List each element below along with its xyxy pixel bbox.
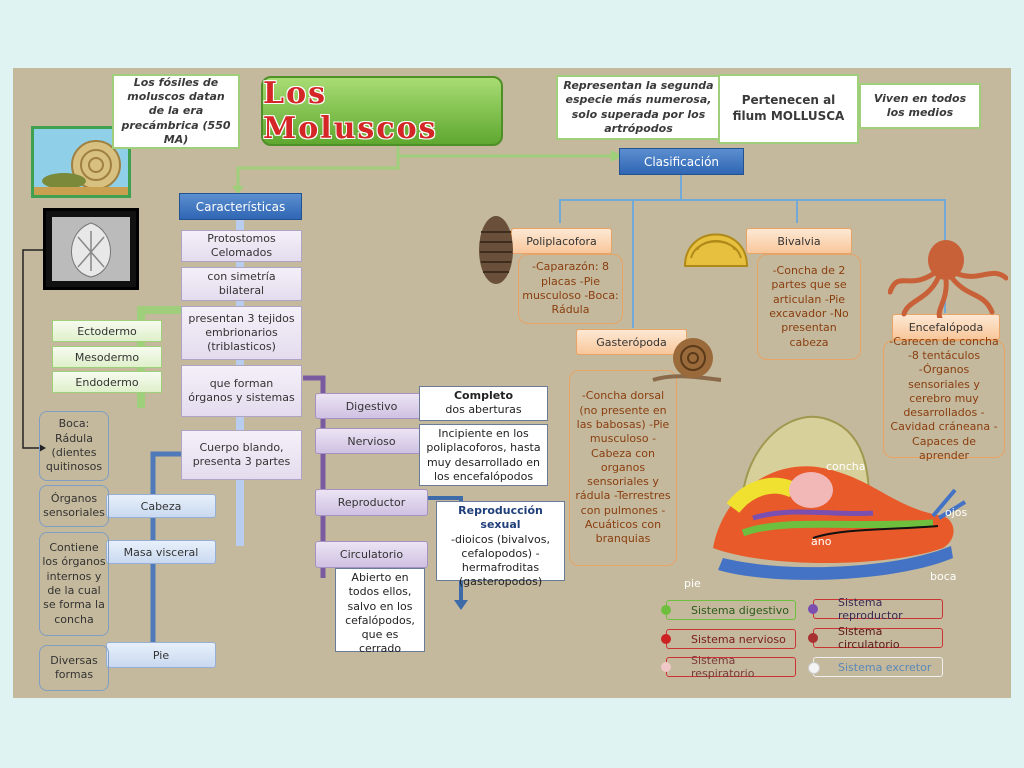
legend-respiratorio-dot: [661, 662, 671, 672]
concept-map-board: Los Moluscos Los fósiles de moluscos dat…: [13, 68, 1011, 698]
legend-excretor-label: Sistema excretor: [838, 660, 932, 674]
part-cabeza: Cabeza: [106, 494, 216, 518]
legend-circulatorio-label: Sistema circulatorio: [838, 625, 900, 651]
clam-illustration: [683, 233, 749, 267]
note-boca-radula: Boca: Rádula (dientes quitinosos: [39, 411, 109, 481]
legend-nervioso-dot: [661, 634, 671, 644]
legend-reproductor-label: Sistema reproductor: [838, 596, 903, 622]
system-nervioso: Nervioso: [315, 428, 428, 454]
class-gasteropoda: Gasterópoda: [576, 329, 687, 355]
note-organos-sensoriales: Órganos sensoriales: [39, 485, 109, 527]
anatomy-label-ojos: ojos: [945, 506, 968, 519]
legend-respiratorio: Sistema respiratorio: [661, 654, 796, 680]
anatomy-label-boca: boca: [930, 570, 957, 583]
legend-reproductor-dot: [808, 604, 818, 614]
chiton-illustration: [479, 216, 513, 284]
trait-tejidos: presentan 3 tejidos embrionarios (tribla…: [181, 306, 302, 360]
clasificacion-header: Clasificación: [619, 148, 744, 175]
tissue-mesodermo: Mesodermo: [52, 346, 162, 368]
caracteristicas-header: Características: [179, 193, 302, 220]
page-title-box: Los Moluscos: [261, 76, 503, 146]
phylum-note: Pertenecen al filum MOLLUSCA: [718, 74, 859, 144]
trait-organos: que forman órganos y sistemas: [181, 365, 302, 417]
octopus-illustration: [888, 240, 1008, 318]
anatomy-label-pie: pie: [684, 577, 701, 590]
tissue-endodermo: Endodermo: [52, 371, 162, 393]
anatomy-label-ano: ano: [811, 535, 832, 548]
legend-excretor-dot: [808, 662, 820, 674]
legend-digestivo-label: Sistema digestivo: [691, 603, 789, 617]
trait-cuerpo: Cuerpo blando, presenta 3 partes: [181, 430, 302, 480]
legend-reproductor: Sistema reproductor: [808, 596, 943, 622]
class-bivalvia: Bivalvia: [746, 228, 852, 254]
shell-fossil-photo: [43, 208, 139, 290]
second-species-note: Representan la segunda especie más numer…: [556, 75, 721, 140]
snail-shell-illustration: [652, 338, 722, 382]
legend-respiratorio-label: Sistema respiratorio: [691, 654, 755, 680]
note-contiene-organos: Contiene los órganos internos y de la cu…: [39, 532, 109, 636]
digestivo-title: Completo: [453, 389, 513, 402]
habitat-note: Viven en todos los medios: [859, 83, 981, 129]
part-masa-visceral: Masa visceral: [106, 540, 216, 564]
trait-protostomos: Protostomos Celomados: [181, 230, 302, 262]
class-encefalopoda: Encefalópoda: [892, 314, 1000, 340]
reproductor-title: Reproducción sexual: [458, 504, 543, 532]
reproductor-description: Reproducción sexual -dioicos (bivalvos, …: [436, 501, 565, 588]
class-poliplacofora: Poliplacofora: [511, 228, 612, 254]
system-digestivo: Digestivo: [315, 393, 428, 419]
legend-excretor: Sistema excretor: [808, 657, 943, 677]
page-title: Los Moluscos: [263, 76, 438, 146]
digestivo-description: Completo dos aberturas: [419, 386, 548, 421]
note-diversas-formas: Diversas formas: [39, 645, 109, 691]
nervioso-description: Incipiente en los poliplacoforos, hasta …: [419, 424, 548, 486]
part-pie: Pie: [106, 642, 216, 668]
system-circulatorio: Circulatorio: [315, 541, 428, 568]
legend-digestivo: Sistema digestivo: [661, 600, 796, 620]
trait-simetria: con simetría bilateral: [181, 267, 302, 301]
fossils-note: Los fósiles de moluscos datan de la era …: [112, 74, 240, 149]
bivalvia-traits: -Concha de 2 partes que se articulan -Pi…: [757, 254, 861, 360]
circulatorio-description: Abierto en todos ellos, salvo en los cef…: [335, 568, 425, 655]
poliplacofora-traits: -Caparazón: 8 placas -Pie musculoso -Boc…: [518, 254, 623, 324]
reproductor-text: -dioicos (bivalvos, cefalopodos) -hermaf…: [451, 532, 550, 589]
legend-digestivo-dot: [661, 605, 671, 615]
legend-circulatorio-dot: [808, 633, 818, 643]
snail-anatomy-illustration: [713, 415, 967, 580]
legend-nervioso-label: Sistema nervioso: [691, 632, 786, 646]
legend-circulatorio: Sistema circulatorio: [808, 625, 943, 651]
gasteropoda-traits: -Concha dorsal (no presente en las babos…: [569, 370, 677, 566]
ammonite-fossil-illustration: [31, 126, 131, 198]
system-reproductor: Reproductor: [315, 489, 428, 516]
legend-nervioso: Sistema nervioso: [661, 629, 796, 649]
anatomy-label-concha: concha: [826, 460, 866, 473]
tissue-ectodermo: Ectodermo: [52, 320, 162, 342]
digestivo-text: dos aberturas: [445, 403, 522, 417]
